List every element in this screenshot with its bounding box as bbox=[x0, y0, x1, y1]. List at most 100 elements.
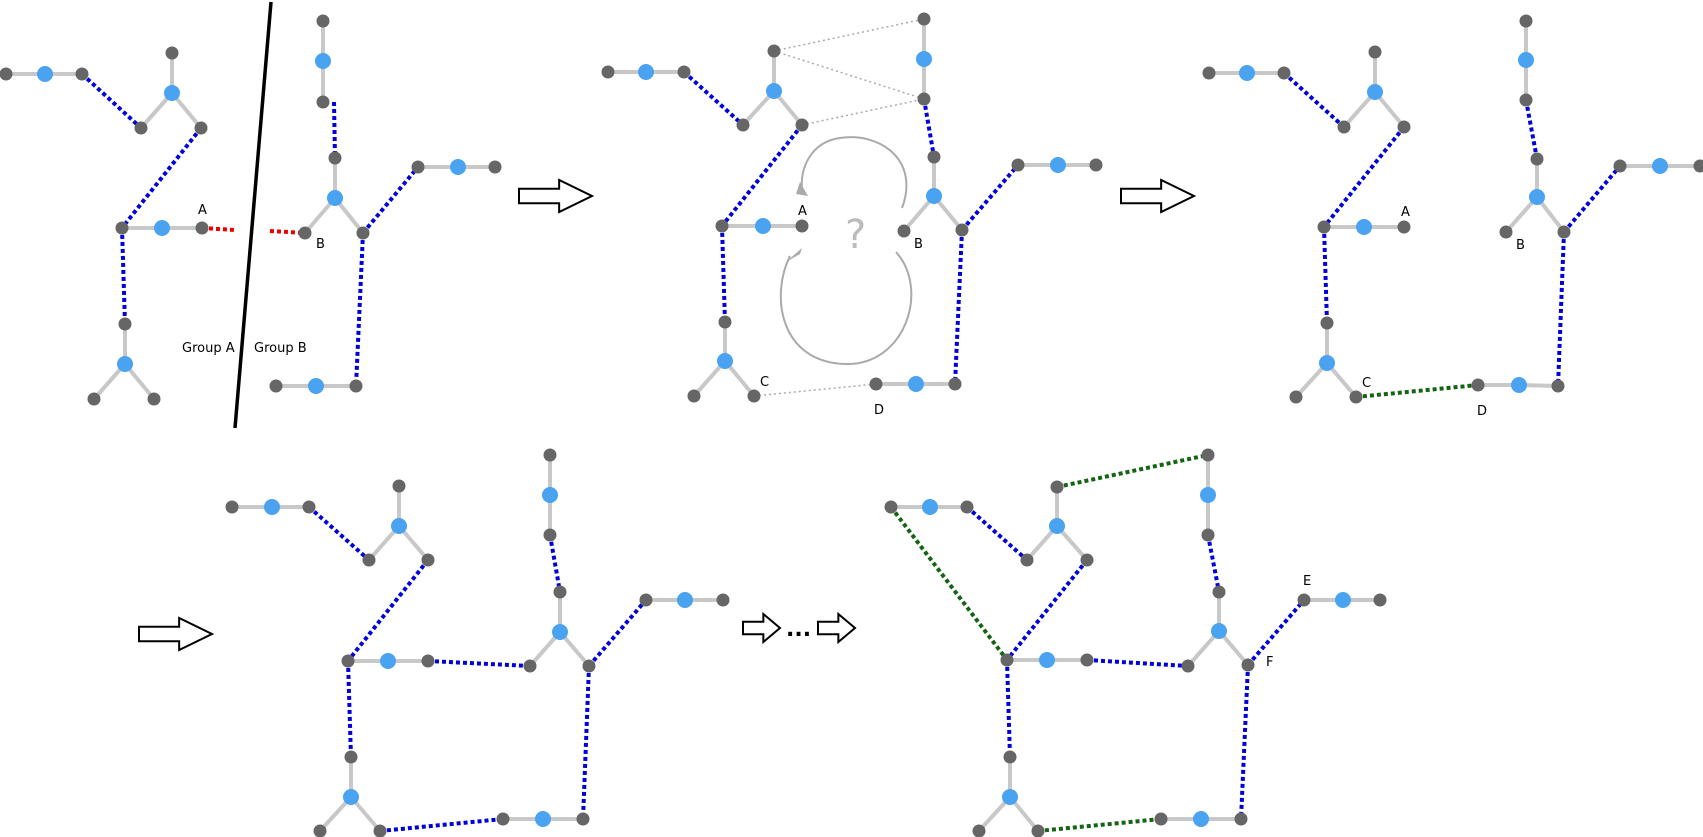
linker bbox=[1005, 558, 1089, 662]
node-end bbox=[373, 824, 387, 837]
node-end bbox=[917, 92, 931, 106]
node-end bbox=[1551, 379, 1565, 393]
node-end bbox=[1530, 152, 1544, 166]
label-b: B bbox=[914, 237, 923, 252]
linker bbox=[427, 659, 531, 668]
arrow-right-icon bbox=[1120, 178, 1197, 214]
hint-line bbox=[773, 18, 925, 52]
node-end bbox=[1154, 812, 1168, 826]
node-end bbox=[1212, 585, 1226, 599]
linker bbox=[1562, 164, 1622, 234]
linker bbox=[80, 72, 143, 130]
node-end bbox=[87, 392, 101, 406]
node-end bbox=[1234, 812, 1248, 826]
question-mark: ? bbox=[845, 212, 866, 258]
linker bbox=[581, 665, 591, 820]
node-end bbox=[1693, 159, 1703, 173]
arrows: ... bbox=[138, 178, 1197, 652]
node-end bbox=[195, 221, 209, 235]
node-center bbox=[552, 624, 568, 640]
node-end bbox=[118, 317, 132, 331]
node-end bbox=[302, 500, 316, 514]
hint-line bbox=[801, 98, 925, 126]
node-center bbox=[926, 188, 942, 204]
node-end bbox=[75, 67, 89, 81]
node-end bbox=[421, 553, 435, 567]
node-end bbox=[1003, 750, 1017, 764]
arrow-right-icon bbox=[518, 178, 595, 214]
node-end bbox=[715, 219, 729, 233]
node-end bbox=[948, 377, 962, 391]
linker bbox=[960, 163, 1020, 232]
node-end bbox=[523, 659, 537, 673]
node-end bbox=[927, 150, 941, 164]
linker bbox=[1282, 71, 1346, 129]
label-d: D bbox=[1477, 404, 1487, 419]
linker bbox=[587, 598, 648, 668]
new-link bbox=[889, 505, 1009, 662]
node-end bbox=[1519, 14, 1533, 28]
linker bbox=[1556, 231, 1566, 387]
node-center bbox=[922, 499, 938, 515]
ellipsis: ... bbox=[786, 617, 811, 642]
arrow-right-icon bbox=[138, 616, 215, 652]
node-end bbox=[1317, 220, 1331, 234]
node-center bbox=[1200, 487, 1216, 503]
label-c: C bbox=[760, 375, 769, 390]
node-end bbox=[553, 585, 567, 599]
node-end bbox=[576, 812, 590, 826]
linker bbox=[682, 70, 745, 127]
node-end bbox=[1368, 45, 1382, 59]
node-center bbox=[535, 811, 551, 827]
node-end bbox=[767, 44, 781, 58]
linker bbox=[346, 558, 430, 663]
node-center bbox=[154, 220, 170, 236]
label-f: F bbox=[1266, 655, 1273, 670]
node-end bbox=[884, 500, 898, 514]
node-center bbox=[1319, 355, 1335, 371]
node-center bbox=[264, 499, 280, 515]
node-center bbox=[1211, 623, 1227, 639]
node-end bbox=[687, 389, 701, 403]
loop-arc bbox=[800, 136, 908, 209]
node-end bbox=[1020, 553, 1034, 567]
node-end bbox=[1337, 120, 1351, 134]
node-end bbox=[1080, 553, 1094, 567]
linker bbox=[1322, 226, 1329, 324]
node-center bbox=[1529, 189, 1545, 205]
node-center bbox=[117, 356, 133, 372]
panel-join-cd bbox=[1202, 14, 1703, 404]
hint-line bbox=[753, 383, 877, 397]
panel-split bbox=[0, 1, 502, 429]
node-end bbox=[718, 315, 732, 329]
node-center bbox=[766, 83, 782, 99]
cut-link bbox=[201, 226, 236, 232]
node-end bbox=[716, 593, 730, 607]
node-end bbox=[897, 224, 911, 238]
node-end bbox=[1050, 480, 1064, 494]
node-end bbox=[543, 448, 557, 462]
node-end bbox=[134, 121, 148, 135]
linker bbox=[1239, 664, 1250, 820]
linker bbox=[548, 534, 562, 593]
node-end bbox=[1031, 824, 1045, 837]
node-center bbox=[542, 487, 558, 503]
linker bbox=[1005, 659, 1012, 758]
node-end bbox=[488, 160, 502, 174]
node-center bbox=[638, 64, 654, 80]
label-a: A bbox=[198, 203, 207, 218]
linker bbox=[720, 123, 804, 228]
node-end bbox=[1241, 658, 1255, 672]
linker bbox=[1524, 99, 1539, 160]
node-end bbox=[349, 379, 363, 393]
new-link bbox=[1037, 817, 1162, 833]
node-center bbox=[315, 53, 331, 69]
node-end bbox=[543, 528, 557, 542]
node-end bbox=[316, 14, 330, 28]
node-end bbox=[1277, 66, 1291, 80]
linker bbox=[1322, 125, 1406, 229]
node-end bbox=[736, 118, 750, 132]
node-end bbox=[362, 553, 376, 567]
node-end bbox=[316, 95, 330, 109]
